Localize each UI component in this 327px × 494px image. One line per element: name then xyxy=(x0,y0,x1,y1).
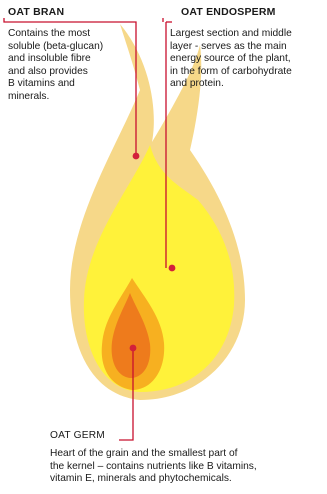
endosperm-marker xyxy=(169,265,176,272)
bran-title: OAT BRAN xyxy=(8,6,64,18)
germ-title: OAT GERM xyxy=(50,430,105,441)
bran-marker xyxy=(133,153,140,160)
germ-description: Heart of the grain and the smallest part… xyxy=(50,448,320,486)
endosperm-title: OAT ENDOSPERM xyxy=(181,6,276,18)
endosperm-leader-line xyxy=(163,18,166,22)
endosperm-description: Largest section and middle layer - serve… xyxy=(170,28,327,91)
bran-description: Contains the most soluble (beta-glucan) … xyxy=(8,28,118,104)
germ-marker xyxy=(130,345,137,352)
